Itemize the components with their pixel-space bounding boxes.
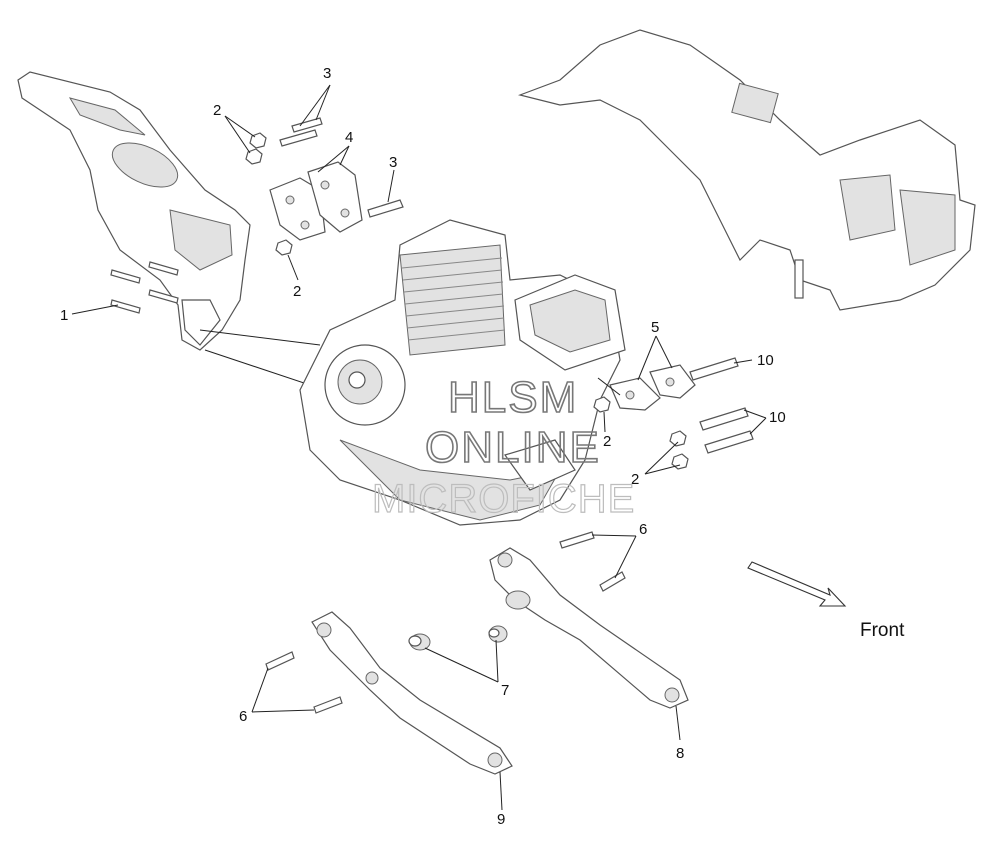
link-arm-9 — [311, 611, 513, 775]
engine — [299, 219, 626, 526]
mount-plates-4 — [269, 161, 363, 241]
callout-1: 1 — [60, 307, 68, 324]
bushings-7 — [408, 625, 508, 651]
cylinder-fins — [399, 244, 506, 356]
bolts-6 — [265, 531, 626, 714]
callout-7: 7 — [501, 682, 509, 699]
callout-8: 8 — [676, 745, 684, 762]
callout-2: 2 — [213, 102, 221, 119]
callout-4: 4 — [345, 129, 353, 146]
watermark-line-2: ONLINE — [425, 423, 601, 472]
callout-6: 6 — [639, 521, 647, 538]
callout-9: 9 — [497, 811, 505, 828]
callout-5: 5 — [651, 319, 659, 336]
mount-plates-5 — [597, 364, 696, 411]
callout-10: 10 — [769, 409, 786, 426]
watermark-line-3: MICROFICHE — [372, 477, 635, 521]
callout-3: 3 — [323, 65, 331, 82]
left-frame-rail — [17, 71, 321, 386]
callout-2: 2 — [293, 283, 301, 300]
callout-2: 2 — [631, 471, 639, 488]
bolts-3 — [279, 117, 404, 218]
callout-10: 10 — [757, 352, 774, 369]
leader-lines — [71, 84, 767, 811]
bolt-group-1 — [110, 261, 179, 314]
bolts-10 — [689, 357, 754, 454]
right-frame — [517, 29, 976, 311]
callout-6: 6 — [239, 708, 247, 725]
callout-3: 3 — [389, 154, 397, 171]
callout-2: 2 — [603, 433, 611, 450]
watermark: HLSM ONLINE MICROFICHE — [371, 372, 635, 521]
watermark-line-1: HLSM — [448, 373, 578, 422]
front-label: Front — [860, 620, 905, 641]
callout-numbers: 1 2 2 2 2 3 3 4 5 6 6 7 8 9 10 10 — [60, 65, 786, 828]
link-arm-8 — [489, 547, 689, 709]
front-direction-arrow — [747, 561, 847, 607]
